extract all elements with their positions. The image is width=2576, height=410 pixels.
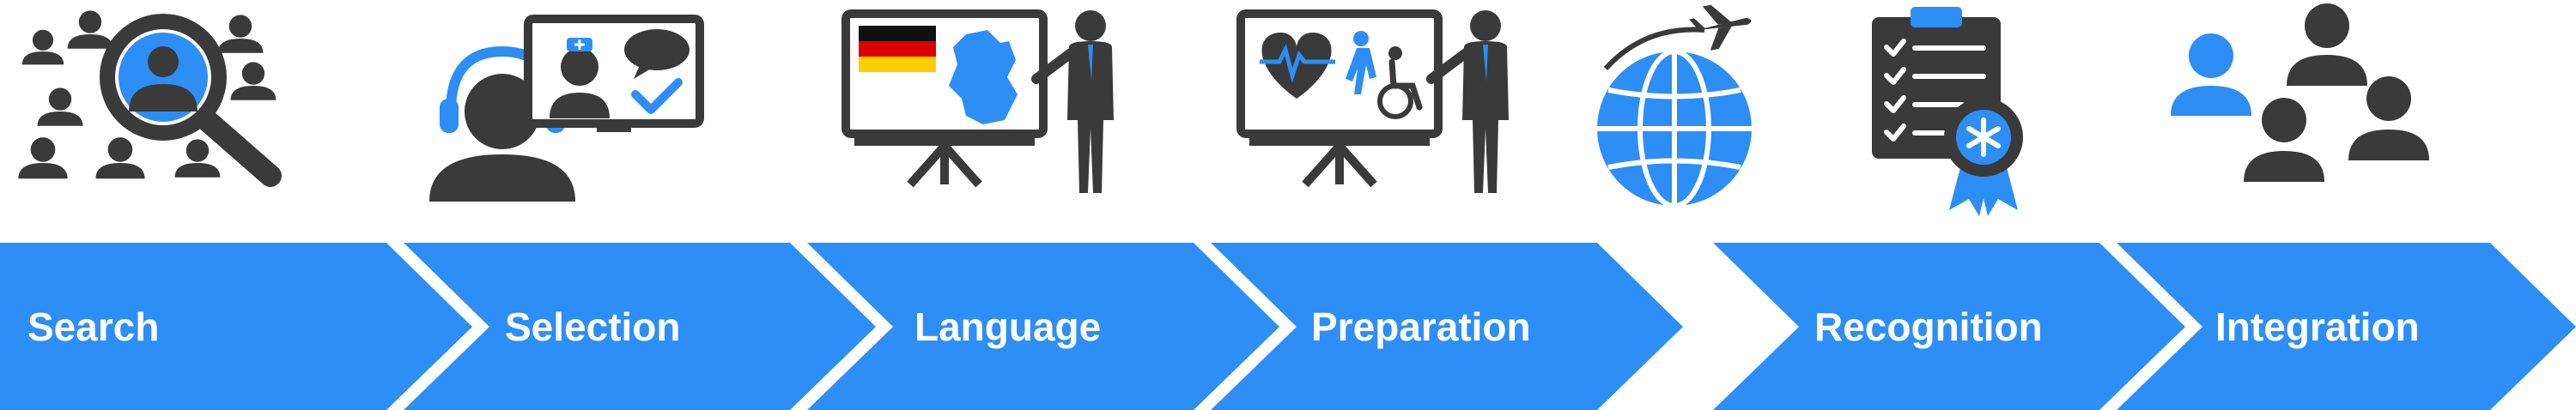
step-label-selection: Selection	[505, 304, 681, 349]
team-integration-icon	[2171, 3, 2429, 182]
globe-airplane-icon	[1597, 4, 1752, 208]
chevron-recognition	[1713, 243, 2185, 410]
chevron-integration	[2117, 243, 2576, 410]
german-language-presentation-icon	[841, 9, 1114, 193]
step-label-integration: Integration	[2215, 304, 2420, 349]
chevron-language	[807, 243, 1279, 410]
step-label-preparation: Preparation	[1311, 304, 1531, 349]
care-training-presentation-icon	[1236, 9, 1509, 193]
step-label-search: Search	[27, 304, 159, 349]
video-interview-icon	[429, 15, 704, 202]
chevron-preparation	[1211, 243, 1683, 410]
certificate-clipboard-icon	[1872, 7, 2023, 216]
icon-row	[18, 3, 2429, 216]
chevron-selection	[404, 243, 876, 410]
step-label-recognition: Recognition	[1814, 304, 2043, 349]
chevron-search	[0, 243, 472, 410]
step-label-language: Language	[914, 304, 1101, 349]
people-search-icon	[18, 10, 282, 187]
